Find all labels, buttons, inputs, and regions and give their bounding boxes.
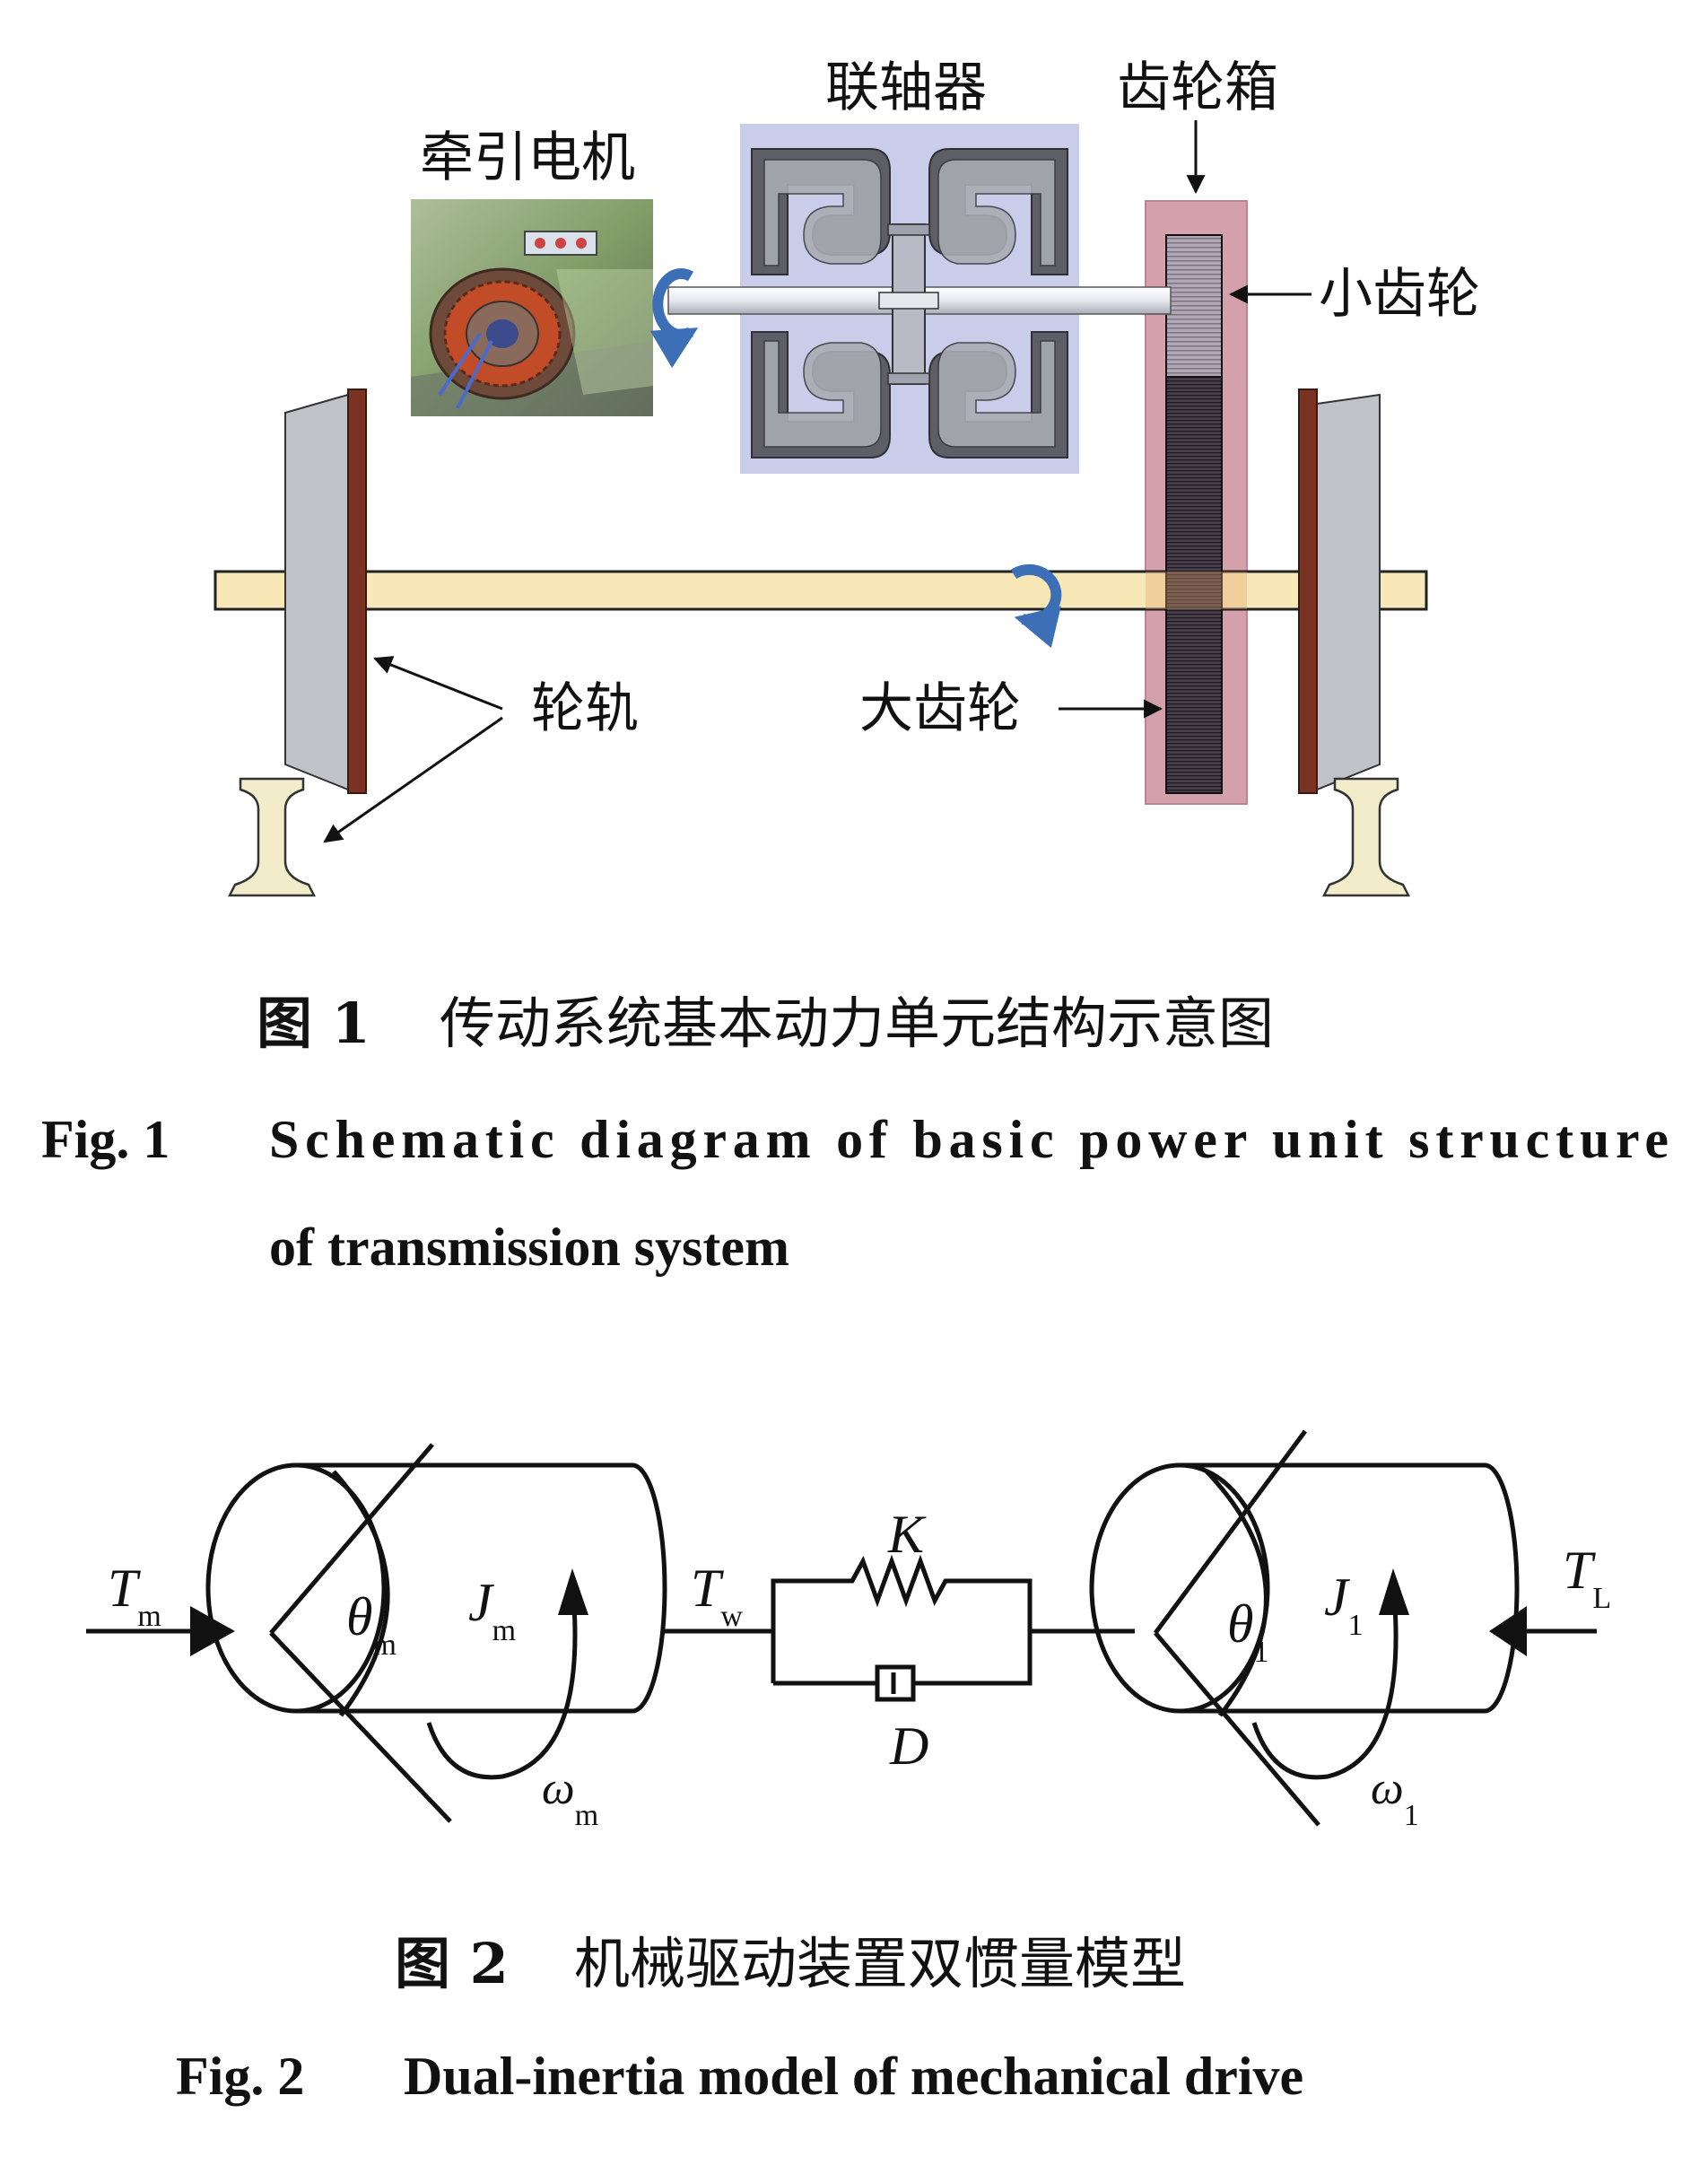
- left-rail: [227, 777, 317, 897]
- traction-motor-image: [411, 199, 653, 416]
- fig1-caption-zh: 传动系统基本动力单元结构示意图: [440, 991, 1274, 1056]
- label-K: K: [887, 1505, 927, 1564]
- fig1-caption: 图 1 传动系统基本动力单元结构示意图 Fig. 1 Schematic dia…: [41, 991, 1669, 1277]
- fig1-caption-en-number: Fig. 1: [41, 1110, 170, 1169]
- fig2-caption-zh-number: 图 2: [395, 1931, 509, 1996]
- omega-1-arrowhead: [1379, 1568, 1409, 1615]
- right-wheel: [1316, 393, 1381, 791]
- label-coupling: 联轴器: [825, 57, 987, 119]
- label-traction-motor: 牵引电机: [420, 127, 635, 189]
- fig2-caption-en: Dual-inertia model of mechanical drive: [404, 2047, 1303, 2106]
- omega-m-arrowhead: [558, 1568, 588, 1615]
- fig2-labels: Tm θm Jm ωm Tw K D θ1 J1 ω1 TL: [108, 1505, 1611, 1832]
- wheelrail-callout-arrow-1: [373, 656, 503, 711]
- fig2-caption-zh: 机械驱动装置双惯量模型: [574, 1931, 1186, 1996]
- label-pinion: 小齿轮: [1319, 263, 1480, 326]
- right-rail: [1321, 777, 1411, 897]
- motor-rotation-arrow: [649, 268, 699, 369]
- fig2-diagram: [205, 1429, 1520, 1827]
- spring-damper: [771, 1554, 1033, 1702]
- label-theta-m: θm: [346, 1587, 396, 1662]
- torque-load-arrowhead: [1489, 1606, 1527, 1656]
- right-inertia-cylinder: [1089, 1429, 1520, 1827]
- fig2-arrows: [86, 1568, 1597, 1656]
- left-wheel-flange: [347, 389, 367, 794]
- fig1-diagram: 联轴器 齿轮箱 牵引电机 小齿轮 轮轨 大齿轮: [214, 57, 1480, 897]
- fig2-caption-en-number: Fig. 2: [176, 2047, 304, 2106]
- pinion-gear: [1165, 234, 1223, 378]
- wheelrail-callout-arrow-2: [323, 716, 503, 843]
- torque-in-arrowhead: [190, 1606, 235, 1656]
- label-Tw: Tw: [691, 1558, 743, 1633]
- label-omega-m: ωm: [542, 1763, 598, 1832]
- wheel-axle: [214, 570, 1428, 611]
- fig1-caption-en-line1: Schematic diagram of basic power unit st…: [269, 1110, 1669, 1169]
- fig1-caption-en-line2: of transmission system: [269, 1218, 789, 1277]
- label-D: D: [889, 1716, 928, 1776]
- label-theta-1: θ1: [1227, 1594, 1268, 1669]
- label-omega-1: ω1: [1371, 1763, 1419, 1832]
- label-Jm: Jm: [468, 1573, 516, 1647]
- label-J1: J1: [1324, 1567, 1364, 1642]
- fig2-caption: 图 2 机械驱动装置双惯量模型 Fig. 2 Dual-inertia mode…: [176, 1931, 1303, 2106]
- label-gearbox: 齿轮箱: [1117, 57, 1278, 119]
- big-gear: [1165, 376, 1223, 794]
- axle-rotation-arrow: [1010, 563, 1062, 649]
- label-big-gear: 大齿轮: [859, 677, 1021, 740]
- left-inertia-cylinder: [205, 1443, 667, 1823]
- label-wheel-rail: 轮轨: [531, 677, 639, 740]
- label-TL: TL: [1563, 1541, 1611, 1615]
- label-Tm: Tm: [108, 1558, 161, 1633]
- right-wheel-flange: [1298, 389, 1318, 794]
- fig1-caption-zh-number: 图 1: [257, 991, 370, 1056]
- left-wheel: [284, 393, 349, 791]
